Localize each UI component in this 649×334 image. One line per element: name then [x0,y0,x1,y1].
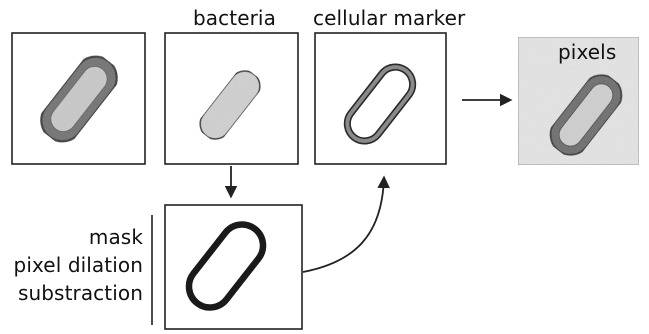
panel-cellular-marker [315,33,446,164]
label-step-mask: mask [89,227,143,247]
arrow-mask-to-cellular-marker [303,178,384,272]
panel-combined [12,33,145,164]
label-cellular-marker: cellular marker [313,8,465,28]
label-step-substraction: substraction [18,283,143,303]
panel-mask [165,205,302,329]
label-bacteria: bacteria [193,8,276,28]
label-step-pixel-dilation: pixel dilation [14,255,143,275]
label-pixels: pixels [558,42,616,62]
panel-bacteria [165,33,298,164]
